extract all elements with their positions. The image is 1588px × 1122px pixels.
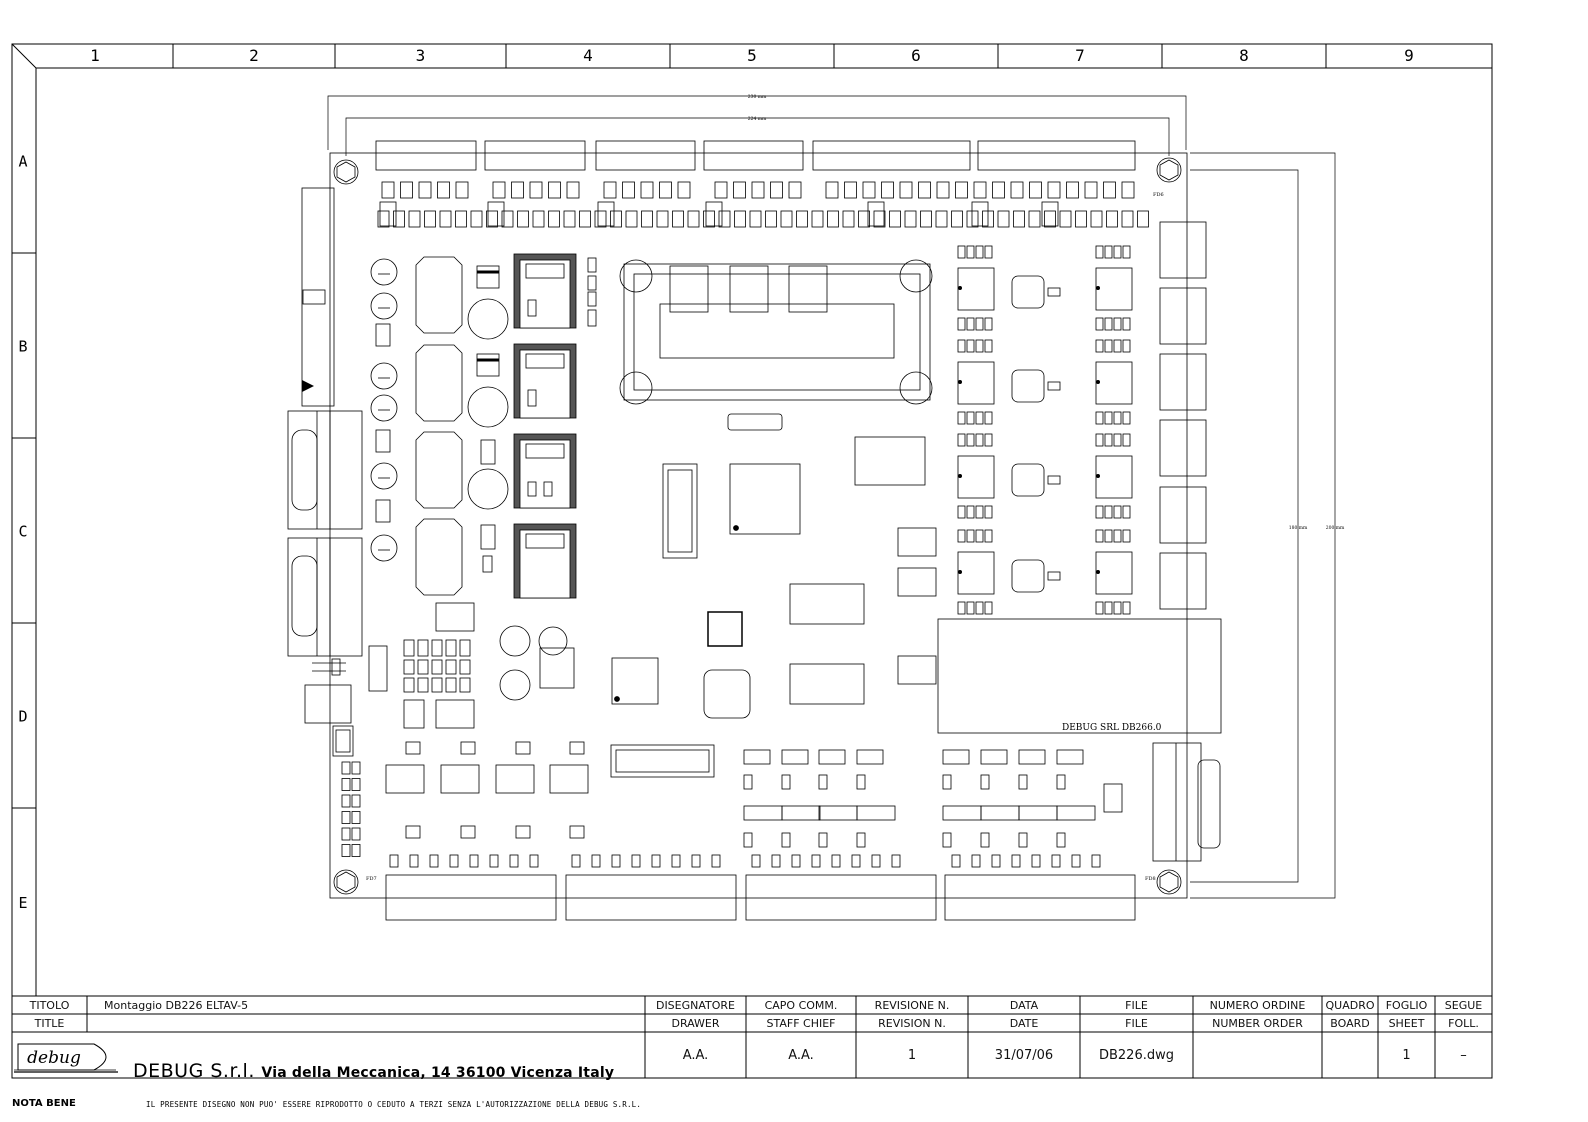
- title-block-it-7: FOGLIO: [1385, 998, 1428, 1012]
- title-block-value-7: 1: [1402, 1047, 1411, 1063]
- title-block-value-2: 1: [907, 1047, 917, 1063]
- title-block-en-2: REVISION N.: [878, 1016, 946, 1030]
- title-block-en-6: BOARD: [1330, 1016, 1370, 1030]
- capacitor-column: [370, 258, 398, 562]
- col-label-9: 9: [1404, 46, 1414, 65]
- title-block-it-3: DATA: [1009, 998, 1039, 1012]
- title-block-value-8: –: [1460, 1047, 1467, 1063]
- title-block-value-4: DB226.dwg: [1098, 1047, 1174, 1063]
- heatsink-side-parts: [476, 257, 597, 573]
- title-block-value-0: A.A.: [682, 1047, 709, 1063]
- col-label-2: 2: [249, 46, 259, 65]
- col-label-4: 4: [583, 46, 593, 65]
- nota-bene-label: NOTA BENE: [12, 1098, 76, 1109]
- title-block-it-1: CAPO COMM.: [764, 998, 838, 1012]
- col-label-5: 5: [747, 46, 757, 65]
- row-label-A: A: [18, 153, 27, 171]
- col-label-8: 8: [1239, 46, 1249, 65]
- title-block-en-5: NUMBER ORDER: [1212, 1016, 1303, 1030]
- left-dsub-connectors: [287, 410, 363, 657]
- title-block-en-4: FILE: [1125, 1016, 1148, 1030]
- large-capacitors: [467, 298, 568, 701]
- row-label-E: E: [18, 894, 27, 912]
- heatsinks: [513, 253, 577, 599]
- display-module: [619, 259, 933, 405]
- grid-reference-labels: 1 2 3 4 5 6 7 8 9A B C D E: [18, 46, 1413, 912]
- dimension-224: 224 mm: [748, 116, 767, 122]
- bottom-terminal-blocks: [385, 874, 1136, 921]
- board-outline: [329, 152, 1188, 899]
- row-label-B: B: [18, 338, 27, 356]
- company-name: DEBUG S.r.l.: [133, 1060, 255, 1082]
- right-ic-grid: [957, 245, 1133, 615]
- company-address: Via della Meccanica, 14 36100 Vicenza It…: [261, 1065, 615, 1081]
- bottom-pin-row: [389, 854, 1101, 868]
- grid-reference-marks: [12, 44, 1327, 997]
- title-block-en-0: DRAWER: [671, 1016, 720, 1030]
- row-label-D: D: [18, 708, 27, 726]
- title-block-en-7: SHEET: [1388, 1016, 1425, 1030]
- title-block-it-0: DISEGNATORE: [655, 998, 736, 1012]
- hole-label-fd7: FD7: [366, 876, 377, 882]
- col-label-1: 1: [90, 46, 100, 65]
- title-block-it-6: QUADRO: [1325, 998, 1375, 1012]
- col-label-6: 6: [911, 46, 921, 65]
- title-block-en-8: FOLL.: [1448, 1016, 1479, 1030]
- dimension-180: 180 mm: [1289, 525, 1308, 531]
- title-block-it-4: FILE: [1125, 998, 1148, 1012]
- title-block-it-8: SEGUE: [1444, 998, 1483, 1012]
- row-label-C: C: [18, 523, 27, 541]
- center-ics: [610, 413, 926, 778]
- title-block-it-5: NUMERO ORDINE: [1209, 998, 1306, 1012]
- title-block-en-3: DATE: [1009, 1016, 1039, 1030]
- left-header-strip: [301, 187, 335, 407]
- title-block-value-6: [1322, 1032, 1378, 1078]
- col-label-7: 7: [1075, 46, 1085, 65]
- top-component-row-1: [381, 181, 1135, 199]
- dimension-200: 200 mm: [1326, 525, 1345, 531]
- hole-label-fd6: FD6: [1153, 192, 1164, 198]
- outer-border: [11, 43, 1493, 1079]
- title-block-it-2: REVISIONE N.: [874, 998, 950, 1012]
- dimension-lines: [327, 95, 1336, 899]
- title-label: TITLE: [34, 1016, 65, 1030]
- copyright-disclaimer: IL PRESENTE DISEGNO NON PUO' ESSERE RIPR…: [146, 1100, 642, 1109]
- mounting-holes: [333, 157, 1182, 895]
- top-component-row-2: [377, 201, 1149, 228]
- title-block-grid: [12, 995, 1492, 1078]
- title-block-value-5: [1193, 1032, 1322, 1078]
- inductors: [415, 256, 463, 596]
- debug-logo: debug: [14, 1043, 118, 1073]
- pcb-assembly-drawing: 230 mm 224 mm 180 mm 200 mm FD6 FD7 FD8: [287, 94, 1345, 921]
- daughter-board: [937, 618, 1222, 734]
- title-value: Montaggio DB226 ELTAV-5: [104, 998, 249, 1012]
- dimension-230: 230 mm: [748, 94, 767, 100]
- title-block-value-1: A.A.: [788, 1047, 814, 1063]
- right-connectors: [1152, 221, 1221, 862]
- title-block-value-3: 31/07/06: [994, 1047, 1054, 1063]
- board-silkscreen: DEBUG SRL DB266.0: [1062, 723, 1162, 733]
- company-line: DEBUG S.r.l. Via della Meccanica, 14 361…: [133, 1060, 614, 1082]
- bottom-component-rows: [385, 527, 1123, 848]
- hole-label-fd8: FD8: [1145, 876, 1156, 882]
- col-label-3: 3: [416, 46, 426, 65]
- top-terminal-blocks: [375, 140, 1136, 171]
- left-edge-component-stack: [341, 639, 471, 857]
- title-block-en-1: STAFF CHIEF: [766, 1016, 836, 1030]
- titolo-label: TITOLO: [29, 998, 70, 1012]
- logo-text: debug: [27, 1048, 81, 1068]
